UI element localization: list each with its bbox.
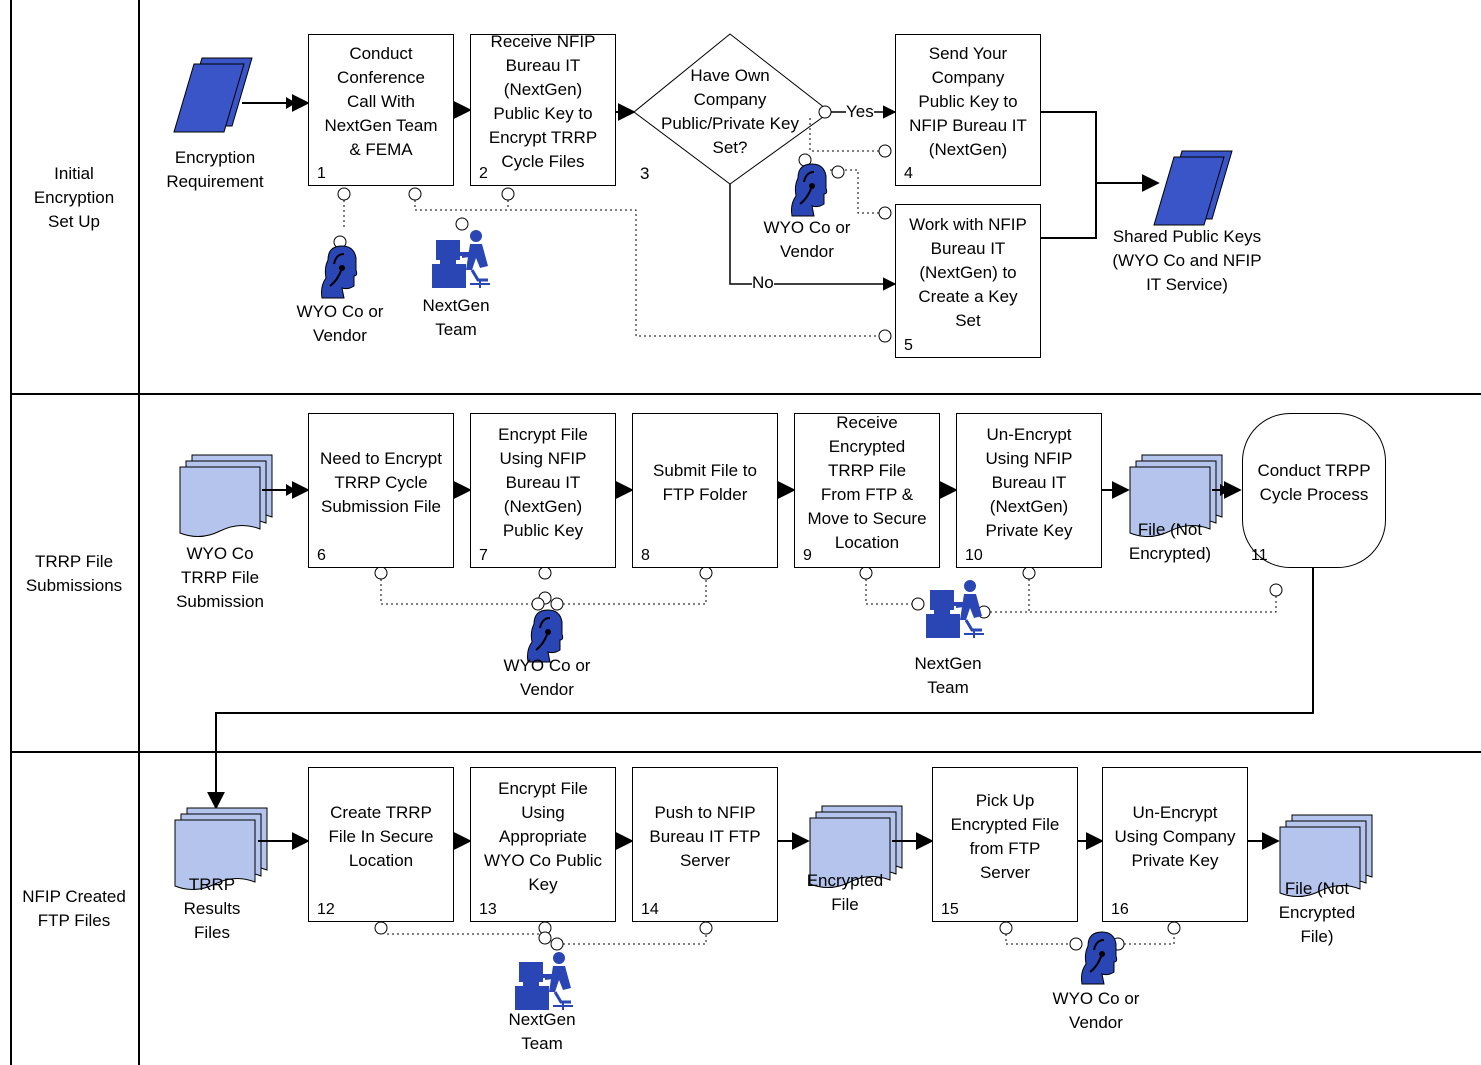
role-label: WYO Co or Vendor <box>503 656 591 699</box>
role-label: WYO Co or Vendor <box>1052 989 1140 1032</box>
headset-person-icon <box>790 163 828 217</box>
step-16-text: Un-Encrypt Using Company Private Key <box>1114 802 1236 870</box>
encryption-requirement-label: Encryption Requirement <box>166 148 264 191</box>
lane-initial-label: Initial Encryption Set Up <box>33 163 115 231</box>
wyo-submission-doc <box>179 454 273 538</box>
step-9-text: Receive Encrypted TRRP File From FTP & M… <box>807 412 927 552</box>
step-10-text: Un-Encrypt Using NFIP Bureau IT (NextGen… <box>985 424 1073 540</box>
step-7: Encrypt File Using NFIP Bureau IT (NextG… <box>470 413 616 568</box>
step-10-number: 10 <box>965 547 983 564</box>
step-12-number: 12 <box>317 901 335 918</box>
step-8: Submit File to FTP Folder 8 <box>632 413 778 568</box>
shared-public-keys-doc <box>1153 150 1233 226</box>
step-9: Receive Encrypted TRRP File From FTP & M… <box>794 413 940 568</box>
shared-public-keys-label: Shared Public Keys (WYO Co and NFIP IT S… <box>1112 227 1262 294</box>
step-13-text: Encrypt File Using Appropriate WYO Co Pu… <box>483 778 603 894</box>
step-12-text: Create TRRP File In Secure Location <box>328 802 434 870</box>
trrp-results-label: TRRP Results Files <box>183 875 241 942</box>
step-10: Un-Encrypt Using NFIP Bureau IT (NextGen… <box>956 413 1102 568</box>
headset-person-icon <box>320 245 358 299</box>
step-7-text: Encrypt File Using NFIP Bureau IT (NextG… <box>498 424 588 540</box>
step-7-number: 7 <box>479 547 488 564</box>
step-15: Pick Up Encrypted File from FTP Server 1… <box>932 767 1078 922</box>
step-6: Need to Encrypt TRRP Cycle Submission Fi… <box>308 413 454 568</box>
lane-header-divider <box>138 0 140 1065</box>
step-8-number: 8 <box>641 547 650 564</box>
step-13: Encrypt File Using Appropriate WYO Co Pu… <box>470 767 616 922</box>
step-14: Push to NFIP Bureau IT FTP Server 14 <box>632 767 778 922</box>
role-label: NextGen Team <box>422 296 490 339</box>
step-2-number: 2 <box>479 165 488 182</box>
headset-person-icon <box>1080 931 1118 985</box>
no-label: No <box>752 273 774 293</box>
file-not-encrypted-label: File (Not Encrypted) <box>1128 520 1212 563</box>
computer-worker-icon <box>513 950 575 1012</box>
step-5-text: Work with NFIP Bureau IT (NextGen) to Cr… <box>909 215 1027 330</box>
lane-initial-frame <box>10 0 1481 395</box>
step-15-text: Pick Up Encrypted File from FTP Server <box>950 790 1060 882</box>
step-15-number: 15 <box>941 901 959 918</box>
role-label: WYO Co or Vendor <box>296 302 384 345</box>
computer-worker-icon <box>430 228 492 290</box>
step-3-text: Have Own Company Public/Private Key Set? <box>661 66 799 157</box>
step-5: Work with NFIP Bureau IT (NextGen) to Cr… <box>895 204 1041 358</box>
lane-nfip-label: NFIP Created FTP Files <box>22 887 126 930</box>
step-11-number: 11 <box>1251 547 1268 564</box>
step-5-number: 5 <box>904 337 913 354</box>
encrypted-file-label: Encrypted File <box>806 871 884 914</box>
step-3-number: 3 <box>640 164 650 183</box>
encryption-requirement-doc <box>173 57 253 133</box>
lane-trrp-label: TRRP File Submissions <box>25 552 123 595</box>
yes-label: Yes <box>846 102 874 122</box>
step-8-text: Submit File to FTP Folder <box>653 460 757 504</box>
step-6-number: 6 <box>317 547 326 564</box>
step-14-number: 14 <box>641 901 659 918</box>
step-11-text: Conduct TRPP Cycle Process <box>1257 460 1371 504</box>
step-11: Conduct TRPP Cycle Process 11 <box>1242 413 1386 568</box>
step-6-text: Need to Encrypt TRRP Cycle Submission Fi… <box>320 448 442 516</box>
file-not-encrypted-label: File (Not Encrypted File) <box>1278 879 1356 946</box>
role-label: NextGen Team <box>508 1010 576 1053</box>
wyo-submission-label: WYO Co TRRP File Submission <box>176 544 264 611</box>
role-label: NextGen Team <box>914 654 982 697</box>
lane-left-border <box>10 0 12 1065</box>
lane-trrp-frame <box>10 395 1481 753</box>
step-9-number: 9 <box>803 547 812 564</box>
step-2: Receive NFIP Bureau IT (NextGen) Public … <box>470 32 616 186</box>
step-12: Create TRRP File In Secure Location 12 <box>308 767 454 922</box>
step-2-text: Receive NFIP Bureau IT (NextGen) Public … <box>488 32 598 171</box>
step-13-number: 13 <box>479 901 497 918</box>
computer-worker-icon <box>924 578 986 640</box>
step-1: Conduct Conference Call With NextGen Tea… <box>308 34 454 186</box>
step-14-text: Push to NFIP Bureau IT FTP Server <box>649 802 761 870</box>
step-1-number: 1 <box>317 165 326 182</box>
step-1-text: Conduct Conference Call With NextGen Tea… <box>324 44 438 159</box>
step-4-text: Send Your Company Public Key to NFIP Bur… <box>909 44 1027 159</box>
step-16-number: 16 <box>1111 901 1129 918</box>
step-4-number: 4 <box>904 165 913 182</box>
role-label: WYO Co or Vendor <box>763 218 851 261</box>
step-16: Un-Encrypt Using Company Private Key 16 <box>1102 767 1248 922</box>
step-4: Send Your Company Public Key to NFIP Bur… <box>895 34 1041 186</box>
